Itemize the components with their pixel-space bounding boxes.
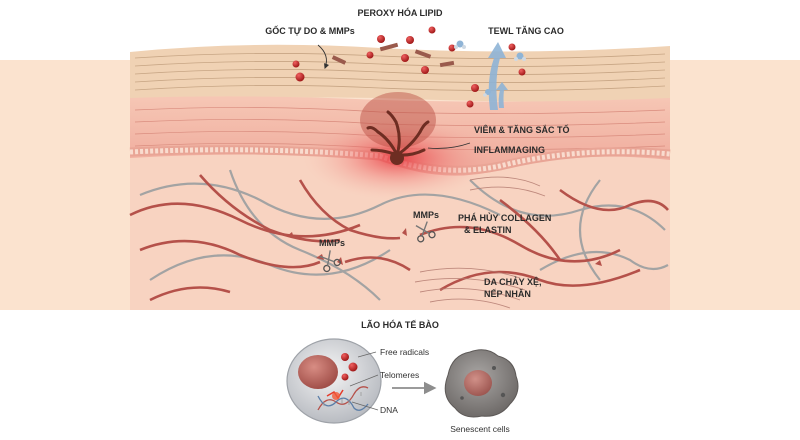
label-free-radicals: Free radicals — [380, 347, 429, 357]
label-mmps-left: MMPs — [319, 238, 345, 248]
stratum-corneum-lines — [134, 53, 666, 91]
radical-particle — [377, 35, 385, 43]
healthy-cell — [286, 338, 382, 424]
scissors-icon-left — [319, 250, 341, 273]
dna-helix-icon — [317, 386, 369, 411]
stratum-corneum — [130, 44, 670, 102]
label-telomeres: Telomeres — [380, 370, 419, 380]
radical-particle — [428, 26, 436, 34]
senescent-nucleus — [464, 370, 492, 396]
label-mmps-right: MMPs — [413, 210, 439, 220]
label-collagen-destruction-2: & ELASTIN — [464, 225, 512, 235]
label-collagen-destruction-1: PHÁ HỦY COLLAGEN — [458, 212, 551, 223]
free-radical-particles — [292, 26, 526, 108]
radical-particle — [471, 84, 479, 92]
radical-particle — [518, 68, 526, 76]
radical-in-cell — [341, 373, 349, 381]
melanocyte-body — [390, 151, 404, 165]
radical-particle — [466, 100, 474, 108]
label-inflammaging: INFLAMMAGING — [474, 145, 545, 155]
label-inflammation: VIÊM & TĂNG SẮC TỐ — [474, 124, 570, 135]
radical-in-cell — [348, 362, 358, 372]
bottom-background — [0, 310, 800, 440]
free-radicals-arrow — [317, 44, 330, 70]
radical-particle — [406, 36, 414, 44]
label-sagging-1: DA CHẢY XỆ, — [484, 276, 542, 287]
label-cell-aging: LÃO HÓA TẾ BÀO — [361, 319, 439, 330]
label-senescent-cells: Senescent cells — [450, 424, 510, 434]
cell-nucleus — [298, 355, 338, 389]
label-dna: DNA — [380, 405, 398, 415]
radical-particle — [292, 60, 300, 68]
scissors-icon-right — [415, 221, 436, 243]
callout-lines — [349, 351, 379, 411]
label-tewl: TEWL TĂNG CAO — [488, 26, 564, 36]
radical-particle — [448, 44, 456, 52]
radical-particle — [401, 54, 409, 62]
inflammation-pointer — [427, 142, 471, 149]
senescent-cell — [444, 349, 519, 418]
radical-particle — [366, 51, 374, 59]
lipid-flakes — [331, 42, 455, 68]
radical-particle — [508, 43, 516, 51]
radical-particle — [421, 66, 429, 74]
label-sagging-2: NẾP NHĂN — [484, 289, 531, 299]
collagen-fibers — [129, 174, 669, 302]
label-lipid-peroxidation: PEROXY HÓA LIPID — [357, 7, 443, 18]
wrinkle-wave-lines — [414, 176, 546, 309]
radical-in-cell — [341, 353, 349, 361]
radical-particle — [295, 72, 305, 82]
tewl-arrow-icon — [488, 42, 508, 110]
label-free-radicals-mmps: GỐC TỰ DO & MMPs — [265, 25, 354, 36]
